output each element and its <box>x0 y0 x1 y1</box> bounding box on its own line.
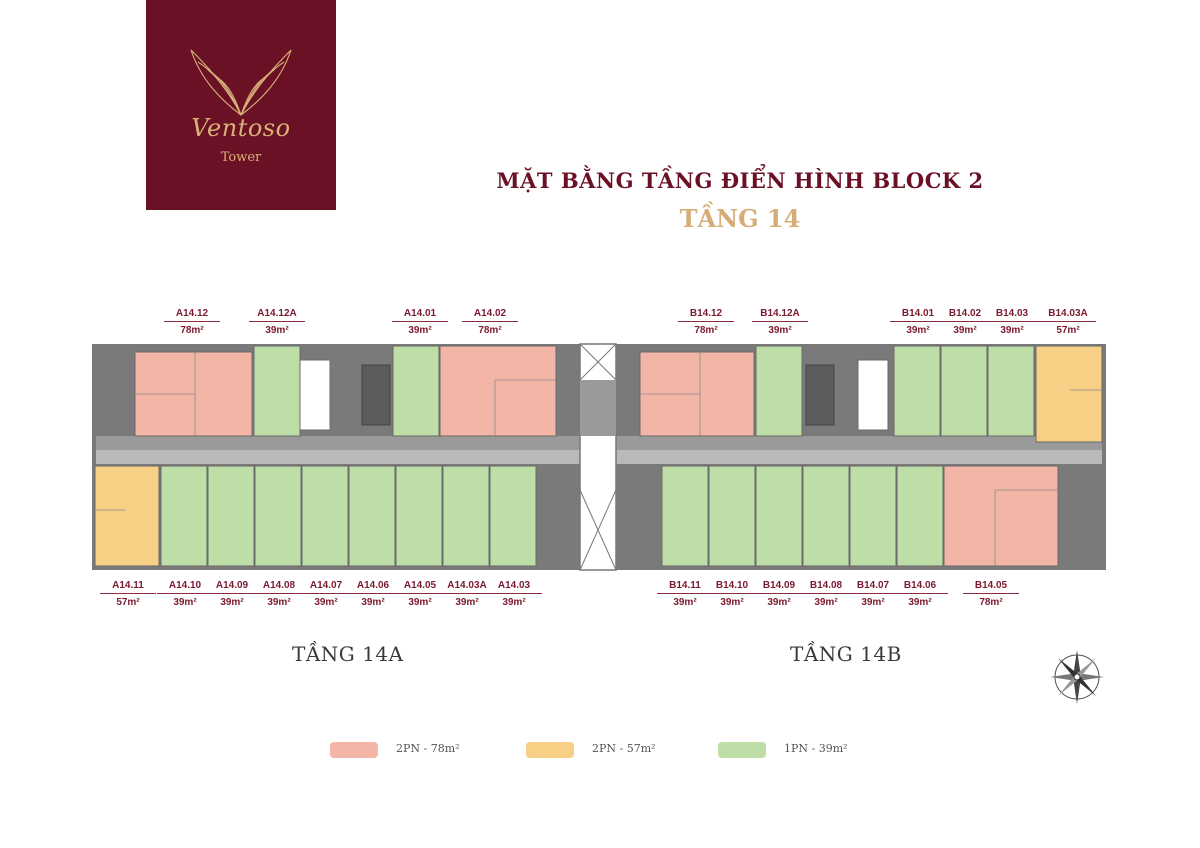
unit-a14-02 <box>439 345 557 437</box>
legend-swatch <box>526 742 574 758</box>
unit-b14-03a <box>1035 345 1103 443</box>
unit-a14-12a <box>253 345 301 437</box>
page-subtitle: TẦNG 14 <box>679 204 801 233</box>
brand-name: Ventoso <box>191 114 291 142</box>
unit-b14-03 <box>987 345 1035 437</box>
unit-a14-06 <box>348 465 396 567</box>
unit-b14-09 <box>755 465 803 567</box>
floor-label-a: TẦNG 14A <box>292 642 404 666</box>
legend-item: 1PN - 39m² <box>718 740 888 760</box>
unit-a14-08 <box>254 465 302 567</box>
unit-a14-09 <box>207 465 255 567</box>
unit-b14-02 <box>940 345 988 437</box>
wings-icon <box>190 49 292 116</box>
unit-b14-06 <box>896 465 944 567</box>
unit-a14-03 <box>489 465 537 567</box>
legend-item: 2PN - 78m² <box>330 740 500 760</box>
legend-item: 2PN - 57m² <box>526 740 696 760</box>
brand-subname: Tower <box>220 150 262 165</box>
page-title: MẶT BẰNG TẦNG ĐIỂN HÌNH BLOCK 2 <box>496 168 984 193</box>
unit-b14-12a <box>755 345 803 437</box>
unit-a14-07 <box>301 465 349 567</box>
compass-rose-icon <box>1050 650 1104 704</box>
unit-a14-11 <box>94 465 160 567</box>
unit-a14-05 <box>395 465 443 567</box>
unit-b14-10 <box>708 465 756 567</box>
floor-label-b: TẦNG 14B <box>790 642 902 666</box>
unit-b14-01 <box>893 345 941 437</box>
unit-a14-01 <box>392 345 440 437</box>
unit-b14-07 <box>849 465 897 567</box>
unit-b14-11 <box>661 465 709 567</box>
unit-a14-03a <box>442 465 490 567</box>
unit-a14-10 <box>160 465 208 567</box>
unit-b14-05 <box>943 465 1059 567</box>
brand-logo: Ventoso Tower <box>146 0 336 210</box>
unit-b14-08 <box>802 465 850 567</box>
legend-swatch <box>718 742 766 758</box>
legend-swatch <box>330 742 378 758</box>
central-void <box>579 343 617 571</box>
